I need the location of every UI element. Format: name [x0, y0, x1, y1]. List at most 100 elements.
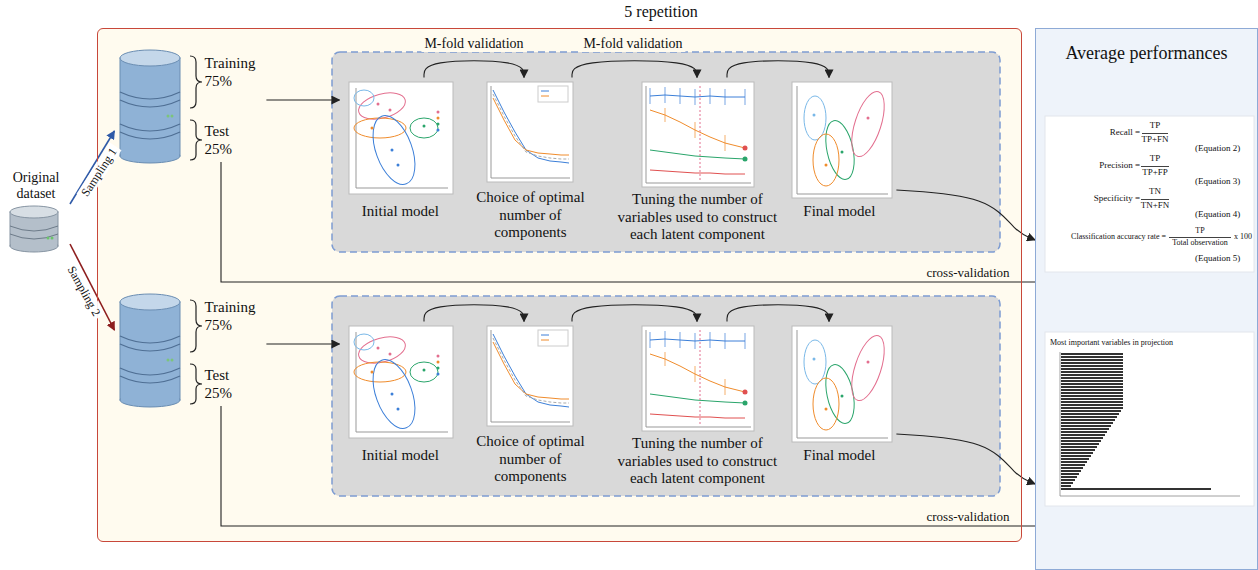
importance-bar — [1061, 446, 1097, 448]
importance-bar — [1061, 356, 1123, 358]
importance-bar — [1061, 374, 1123, 376]
importance-bar — [1061, 422, 1113, 424]
results-panel: Average performances — [1035, 28, 1258, 570]
equation-text: Specificity = — [1094, 194, 1140, 203]
importance-bar — [1061, 416, 1117, 418]
connector-arrow — [727, 61, 829, 78]
importance-bar — [1061, 413, 1119, 415]
database-node: Training 75%Test 25% — [114, 49, 266, 162]
node-label: Tuning the number of variables used to c… — [613, 191, 781, 243]
dataset-node: Original dataset — [4, 170, 70, 252]
importance-bar — [1061, 464, 1085, 466]
connector-arrow — [424, 305, 524, 322]
row-art — [120, 294, 1000, 496]
importance-bar — [1061, 389, 1123, 391]
node-label: Test 25% — [204, 367, 258, 402]
connector-label: cross-validation — [923, 265, 1012, 280]
node-label: Training 75% — [204, 299, 258, 334]
importance-bar — [1061, 479, 1075, 481]
equation-text: TP — [1150, 121, 1161, 130]
equation-card — [1045, 116, 1254, 272]
equation-text: (Equation 5) — [1195, 254, 1240, 263]
importance-bar — [1061, 380, 1123, 382]
equation-text: (Equation 4) — [1195, 210, 1240, 219]
node-label: Choice of optimal number of components — [471, 433, 589, 485]
importance-bar — [1061, 470, 1081, 472]
repetition-frame: 5 repetitionTraining 75%Test 25%Initial … — [97, 28, 1022, 542]
model-panel: Final model — [784, 321, 896, 471]
importance-bar — [1061, 386, 1123, 388]
importance-bar — [1061, 476, 1077, 478]
equation-text: TP — [1150, 154, 1161, 163]
equation-text: Precision = — [1099, 161, 1140, 170]
equation-text: TP — [1195, 227, 1204, 235]
node-label: Test 25% — [204, 123, 258, 158]
connector-arrow — [896, 190, 1035, 240]
importance-bar — [1061, 359, 1123, 361]
importance-chart — [1045, 332, 1254, 506]
equation-text: TP+FP — [1142, 168, 1168, 177]
importance-bar — [1061, 401, 1123, 403]
dataset-cylinder-art — [10, 226, 58, 239]
connector-label: Sampling 1 — [77, 143, 122, 202]
model-panel: Choice of optimal number of components — [471, 321, 591, 489]
importance-bar — [1061, 407, 1123, 409]
importance-bar — [1061, 431, 1107, 433]
connector-label: cross-validation — [923, 509, 1012, 524]
frame-fill — [97, 28, 1022, 542]
equation-text: Recall = — [1110, 128, 1140, 137]
importance-bar — [1061, 473, 1079, 475]
importance-bar — [1061, 467, 1083, 469]
equation-card — [1169, 237, 1231, 238]
connector-arrow — [727, 305, 829, 322]
equation-card — [1141, 199, 1169, 200]
importance-chart — [1045, 332, 1254, 506]
importance-bars — [1061, 353, 1211, 490]
equation-text: TP+FN — [1141, 135, 1168, 144]
side-panel-fill — [1035, 28, 1258, 570]
importance-bar — [1061, 461, 1087, 463]
importance-bar — [1061, 368, 1123, 370]
model-panel: Choice of optimal number of components — [471, 77, 591, 245]
importance-bar — [1061, 365, 1123, 367]
importance-bar — [1061, 371, 1123, 373]
model-panel: Tuning the number of variables used to c… — [613, 321, 783, 491]
connector-arrow — [266, 343, 339, 344]
dataset-cylinder-art — [47, 237, 50, 240]
dataset-cylinder-art — [51, 237, 54, 240]
connector-label: Sampling 2 — [63, 261, 105, 321]
connector-arrow — [572, 305, 697, 322]
node-label: Initial model — [339, 447, 461, 464]
importance-bar — [1061, 377, 1123, 379]
importance-bar — [1061, 434, 1105, 436]
frame-heading: 5 repetition — [591, 3, 731, 21]
importance-bar — [1061, 425, 1111, 427]
importance-bar — [1061, 449, 1095, 451]
node-label: Choice of optimal number of components — [471, 189, 589, 241]
connector-arrow — [266, 99, 339, 100]
importance-bar — [1061, 437, 1103, 439]
database-node: Training 75% Test 25% — [114, 293, 266, 406]
equation-card — [1142, 133, 1168, 134]
dataset-cylinder-art — [10, 206, 58, 218]
dataset-cylinder-art — [10, 206, 58, 252]
importance-bar — [1061, 440, 1101, 442]
importance-bar — [1061, 488, 1211, 490]
node-label: Initial model — [339, 203, 461, 220]
importance-bar — [1061, 395, 1123, 397]
row-art — [120, 50, 1000, 252]
chart-title: Most important variables in projection — [1050, 339, 1173, 347]
connector-label: M-fold validation — [580, 36, 685, 52]
connector-arrow — [221, 162, 1035, 282]
equation-card — [1141, 166, 1169, 167]
model-panel: Initial model — [339, 321, 463, 471]
importance-bar — [1061, 452, 1093, 454]
importance-bar — [1061, 398, 1123, 400]
node-label: Tuning the number of variables used to c… — [613, 435, 781, 487]
connector-arrow — [221, 406, 1035, 526]
equation-text: (Equation 3) — [1195, 177, 1240, 186]
importance-bar — [1061, 362, 1123, 364]
